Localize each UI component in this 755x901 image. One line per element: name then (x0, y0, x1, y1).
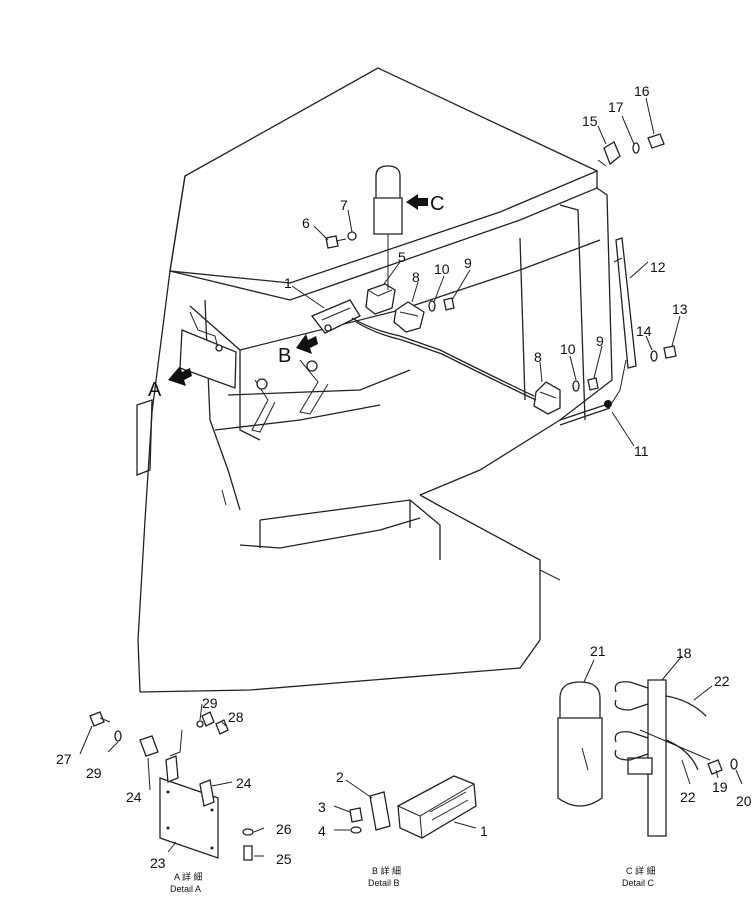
callout-15: 15 (582, 113, 598, 129)
callout-labels: 1 6 7 5 8 10 9 8 10 9 12 13 14 15 17 16 … (56, 83, 752, 894)
washer-10-upper (428, 300, 436, 312)
lamp-8-upper (393, 301, 425, 333)
callout-29-top: 29 (202, 695, 218, 711)
callout-11: 11 (634, 443, 649, 459)
callout-16: 16 (634, 83, 650, 99)
callout-12: 12 (650, 259, 666, 275)
bolt-13 (663, 345, 677, 359)
callout-19: 19 (712, 779, 728, 795)
detail-b-en: Detail B (368, 878, 400, 888)
callout-24-right: 24 (236, 775, 252, 791)
rod-bracket-12 (613, 237, 637, 369)
callout-4: 4 (318, 823, 326, 839)
washer-14 (650, 350, 658, 362)
callout-13: 13 (672, 301, 688, 317)
view-letter-a: A (148, 379, 162, 401)
relay-box-5 (365, 283, 396, 315)
lamp-8-lower (533, 381, 561, 415)
callout-18: 18 (676, 645, 692, 661)
callout-1-detail: 1 (480, 823, 488, 839)
detail-a-jp: A 詳 細 (174, 871, 203, 882)
callout-26: 26 (276, 821, 292, 837)
leader-lines-main (291, 97, 681, 447)
callout-20: 20 (736, 793, 752, 809)
view-letter-b: B (278, 345, 291, 367)
detail-c-en: Detail C (622, 878, 655, 888)
callout-24-left: 24 (126, 789, 142, 805)
wiring-harness (351, 317, 627, 426)
detail-a-group (79, 703, 265, 861)
callout-29-left: 29 (86, 765, 102, 781)
detail-b-jp: B 詳 細 (372, 865, 401, 876)
callout-25: 25 (276, 851, 292, 867)
callout-8-upper: 8 (412, 269, 420, 285)
license-plate-on-cab (179, 311, 237, 389)
callout-22-top: 22 (714, 673, 730, 689)
callout-9-lower: 9 (596, 333, 604, 349)
callout-10-lower: 10 (560, 341, 576, 357)
callout-22-bottom: 22 (680, 789, 696, 805)
callout-10-upper: 10 (434, 261, 450, 277)
view-letter-c: C (430, 193, 444, 215)
callout-8-lower: 8 (534, 349, 542, 365)
detail-c-group (557, 655, 743, 837)
callout-3: 3 (318, 799, 326, 815)
callout-21: 21 (590, 643, 606, 659)
callout-5: 5 (398, 249, 406, 265)
bolt-9-lower (587, 377, 599, 391)
bracket-15 (597, 141, 621, 167)
callout-28: 28 (228, 709, 244, 725)
callout-6: 6 (302, 215, 310, 231)
detail-c-jp: C 詳 細 (626, 865, 656, 876)
cab-body (136, 67, 613, 693)
washer-7 (347, 231, 357, 241)
washer-17 (632, 142, 640, 154)
washer-10-lower (572, 380, 580, 392)
view-arrow-b (296, 334, 318, 354)
detail-b-group (333, 775, 477, 839)
beacon-lamp-roof (373, 165, 403, 290)
view-arrow-c (406, 194, 428, 210)
callout-23: 23 (150, 855, 166, 871)
detail-a-en: Detail A (170, 884, 201, 894)
bolt-16 (647, 133, 665, 149)
bolt-9-upper (443, 297, 455, 311)
callout-7: 7 (340, 197, 348, 213)
view-arrow-a (168, 366, 192, 386)
work-lamp-1 (310, 299, 361, 334)
callout-14: 14 (636, 323, 652, 339)
callout-2: 2 (336, 769, 344, 785)
bolt-6 (325, 235, 347, 249)
callout-17: 17 (608, 99, 624, 115)
callout-9-upper: 9 (464, 255, 472, 271)
callout-27: 27 (56, 751, 72, 767)
callout-1: 1 (284, 275, 292, 291)
